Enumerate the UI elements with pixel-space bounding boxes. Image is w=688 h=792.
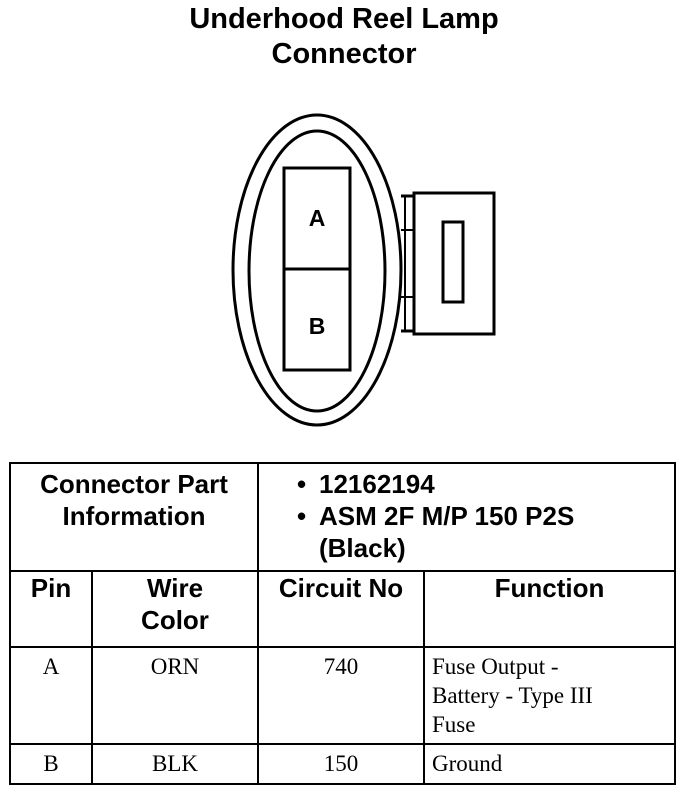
row-a-function: Fuse Output - Battery - Type III Fuse — [422, 646, 677, 745]
header-wire-color-line2: Color — [141, 605, 209, 635]
table-row: A ORN 740 Fuse Output - Battery - Type I… — [9, 646, 677, 745]
part-color: (Black) — [319, 533, 406, 563]
header-pin: Pin — [9, 570, 93, 648]
pin-b-label: B — [309, 313, 326, 339]
part-number: 12162194 — [297, 468, 674, 500]
header-wire-color: Wire Color — [91, 570, 259, 648]
row-b-function-line1: Ground — [432, 751, 503, 776]
row-a-circuit-no: 740 — [257, 646, 425, 745]
row-a-wire-color: ORN — [91, 646, 259, 745]
diagram-title-line1: Underhood Reel Lamp — [189, 3, 499, 35]
table-header-row: Pin Wire Color Circuit No Function — [9, 570, 677, 648]
part-info-values-cell: 12162194 ASM 2F M/P 150 P2S (Black) — [256, 462, 677, 572]
row-b-function: Ground — [422, 743, 677, 785]
row-b-circuit-no: 150 — [257, 743, 425, 785]
connector-locking-tab — [401, 191, 496, 336]
row-a-function-line3: Fuse — [432, 712, 476, 737]
table-row: B BLK 150 Ground — [9, 743, 677, 785]
row-a-function-line2: Battery - Type III — [432, 683, 593, 708]
part-info-row: Connector Part Information 12162194 ASM … — [9, 462, 677, 572]
header-wire-color-line1: Wire — [146, 573, 204, 603]
part-description: ASM 2F M/P 150 P2S — [297, 500, 674, 532]
row-a-pin: A — [9, 646, 93, 745]
row-b-wire-color: BLK — [91, 743, 259, 785]
row-b-pin: B — [9, 743, 93, 785]
connector-pin-table: Connector Part Information 12162194 ASM … — [9, 462, 677, 785]
part-info-label-cell: Connector Part Information — [9, 462, 259, 572]
part-info-label-line1: Connector Part — [40, 469, 228, 499]
connector-inner-housing — [247, 129, 387, 413]
pin-a-label: A — [309, 205, 326, 231]
diagram-title-line2: Connector — [271, 38, 417, 70]
row-a-function-line1: Fuse Output - — [432, 654, 559, 679]
connector-outer-housing — [231, 113, 403, 427]
part-info-label-line2: Information — [62, 501, 206, 531]
pin-b-cavity — [282, 267, 352, 372]
header-function: Function — [422, 570, 677, 648]
header-circuit-no: Circuit No — [257, 570, 425, 648]
connector-diagram: A B — [231, 113, 496, 427]
